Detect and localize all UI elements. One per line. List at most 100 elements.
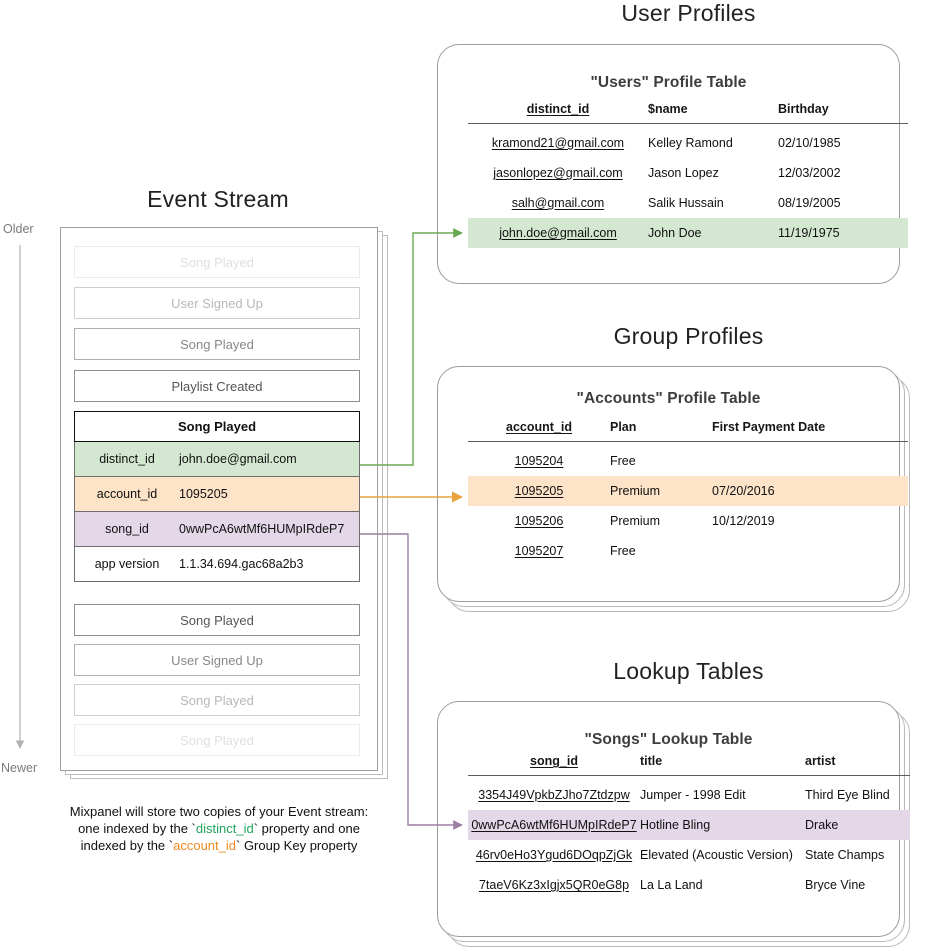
caption-line-1: Mixpanel will store two copies of your E…: [69, 804, 369, 819]
event-property-row[interactable]: account_id 1095205: [74, 477, 360, 512]
event-box[interactable]: User Signed Up: [74, 287, 360, 319]
songs-table-title: "Songs" Lookup Table: [584, 731, 753, 748]
table-row[interactable]: 1095207 Free: [468, 536, 908, 566]
table-row[interactable]: jasonlopez@gmail.com Jason Lopez 12/03/2…: [468, 158, 908, 188]
table-header-row: distinct_id $name Birthday: [468, 102, 908, 124]
event-box[interactable]: Song Played: [74, 604, 360, 636]
cell-first-payment-date: [712, 536, 908, 566]
table-row[interactable]: salh@gmail.com Salik Hussain 08/19/2005: [468, 188, 908, 218]
timeline-newer-label: Newer: [1, 761, 38, 775]
cell-song-id: 0wwPcA6wtMf6HUMpIRdeP7: [468, 810, 640, 840]
table-row[interactable]: kramond21@gmail.com Kelley Ramond 02/10/…: [468, 124, 908, 159]
caption-text: Mixpanel will store two copies of your E…: [39, 803, 399, 854]
property-key: account_id: [96, 487, 158, 501]
event-box[interactable]: Song Played: [74, 724, 360, 756]
cell-name: Kelley Ramond: [648, 136, 733, 150]
users-table-title: "Users" Profile Table: [590, 74, 747, 91]
cell-first-payment-date: [712, 442, 908, 477]
cell-name: Salik Hussain: [648, 196, 724, 210]
column-header-birthday: Birthday: [778, 102, 829, 116]
cell-song-id: 7taeV6Kz3xIgjx5QR0eG8p: [478, 878, 630, 892]
cell-distinct-id: john.doe@gmail.com: [468, 218, 648, 248]
focus-event-header[interactable]: Song Played: [74, 411, 360, 442]
table-row[interactable]: 1095206 Premium 10/12/2019: [468, 506, 908, 536]
cell-name: Jason Lopez: [648, 166, 719, 180]
column-header-name: $name: [648, 102, 688, 116]
event-box[interactable]: User Signed Up: [74, 644, 360, 676]
cell-plan: Free: [610, 454, 636, 468]
event-stream-title: Event Stream: [147, 186, 289, 212]
caption-line-2-b: ` property and one: [253, 821, 360, 836]
cell-name: John Doe: [648, 218, 778, 248]
cell-first-payment-date: 07/20/2016: [712, 476, 908, 506]
cell-distinct-id: salh@gmail.com: [511, 196, 605, 210]
event-property-row[interactable]: app version 1.1.34.694.gac68a2b3: [74, 547, 360, 582]
caption-line-3: indexed by the `account_id` Group Key pr…: [39, 837, 399, 854]
cell-account-id: 1095207: [514, 544, 564, 558]
table-row[interactable]: 46rv0eHo3Ygud6DOqpZjGk Elevated (Acousti…: [468, 840, 910, 870]
event-box[interactable]: Song Played: [74, 684, 360, 716]
accounts-table-title: "Accounts" Profile Table: [576, 390, 761, 407]
cell-birthday: 11/19/1975: [778, 218, 908, 248]
caption-line-2-a: one indexed by the `: [78, 821, 196, 836]
cell-title: Jumper - 1998 Edit: [640, 788, 746, 802]
cell-birthday: 08/19/2005: [778, 196, 841, 210]
table-row-highlighted[interactable]: 1095205 Premium 07/20/2016: [468, 476, 908, 506]
column-header-plan: Plan: [610, 420, 637, 434]
caption-account-id-token: account_id: [173, 838, 236, 853]
column-header-distinct-id: distinct_id: [526, 102, 590, 116]
cell-title: Hotline Bling: [640, 810, 805, 840]
property-key: distinct_id: [99, 452, 155, 466]
cell-artist: Third Eye Blind: [805, 788, 890, 802]
column-header-first-payment-date: First Payment Date: [712, 420, 826, 434]
property-value: john.doe@gmail.com: [179, 452, 297, 466]
property-key: app version: [94, 557, 160, 571]
property-key: song_id: [105, 522, 149, 536]
table-row-highlighted[interactable]: john.doe@gmail.com John Doe 11/19/1975: [468, 218, 908, 248]
event-property-row[interactable]: song_id 0wwPcA6wtMf6HUMpIRdeP7: [74, 512, 360, 547]
table-row[interactable]: 1095204 Free: [468, 442, 908, 477]
cell-song-id: 3354J49VpkbZJho7Ztdzpw: [478, 788, 630, 802]
lookup-tables-title: Lookup Tables: [613, 658, 764, 684]
user-profiles-title: User Profiles: [621, 0, 756, 26]
cell-plan: Free: [610, 544, 636, 558]
cell-plan: Premium: [610, 476, 712, 506]
event-box[interactable]: Song Played: [74, 328, 360, 360]
cell-distinct-id: kramond21@gmail.com: [491, 136, 625, 150]
table-header-row: account_id Plan First Payment Date: [468, 420, 908, 442]
cell-title: Elevated (Acoustic Version): [640, 848, 793, 862]
column-header-account-id: account_id: [506, 420, 572, 434]
cell-birthday: 02/10/1985: [778, 136, 841, 150]
property-value: 0wwPcA6wtMf6HUMpIRdeP7: [179, 522, 345, 536]
column-header-title: title: [640, 754, 663, 768]
table-header-row: song_id title artist: [468, 754, 910, 776]
column-header-song-id: song_id: [530, 754, 578, 768]
songs-table: song_id title artist 3354J49VpkbZJho7Ztd…: [468, 754, 910, 900]
cell-plan: Premium: [610, 514, 661, 528]
property-value: 1095205: [179, 487, 228, 501]
accounts-table: account_id Plan First Payment Date 10952…: [468, 420, 908, 566]
table-row[interactable]: 7taeV6Kz3xIgjx5QR0eG8p La La Land Bryce …: [468, 870, 910, 900]
property-value: 1.1.34.694.gac68a2b3: [179, 557, 304, 571]
caption-line-3-a: indexed by the `: [80, 838, 174, 853]
event-box[interactable]: Playlist Created: [74, 370, 360, 402]
cell-birthday: 12/03/2002: [778, 166, 841, 180]
table-row[interactable]: 3354J49VpkbZJho7Ztdzpw Jumper - 1998 Edi…: [468, 776, 910, 811]
cell-first-payment-date: 10/12/2019: [712, 514, 775, 528]
caption-line-2: one indexed by the `distinct_id` propert…: [39, 820, 399, 837]
cell-artist: State Champs: [805, 848, 885, 862]
cell-title: La La Land: [640, 878, 703, 892]
cell-artist: Bryce Vine: [805, 878, 866, 892]
timeline-older-label: Older: [3, 222, 34, 236]
table-row-highlighted[interactable]: 0wwPcA6wtMf6HUMpIRdeP7 Hotline Bling Dra…: [468, 810, 910, 840]
cell-artist: Drake: [805, 810, 910, 840]
event-property-row[interactable]: distinct_id john.doe@gmail.com: [74, 442, 360, 477]
users-table: distinct_id $name Birthday kramond21@gma…: [468, 102, 908, 248]
group-profiles-title: Group Profiles: [613, 323, 764, 349]
caption-distinct-id-token: distinct_id: [195, 821, 254, 836]
caption-line-3-b: ` Group Key property: [236, 838, 358, 853]
cell-account-id: 1095205: [468, 476, 610, 506]
event-box[interactable]: Song Played: [74, 246, 360, 278]
column-header-artist: artist: [805, 754, 836, 768]
cell-distinct-id: jasonlopez@gmail.com: [493, 166, 623, 180]
